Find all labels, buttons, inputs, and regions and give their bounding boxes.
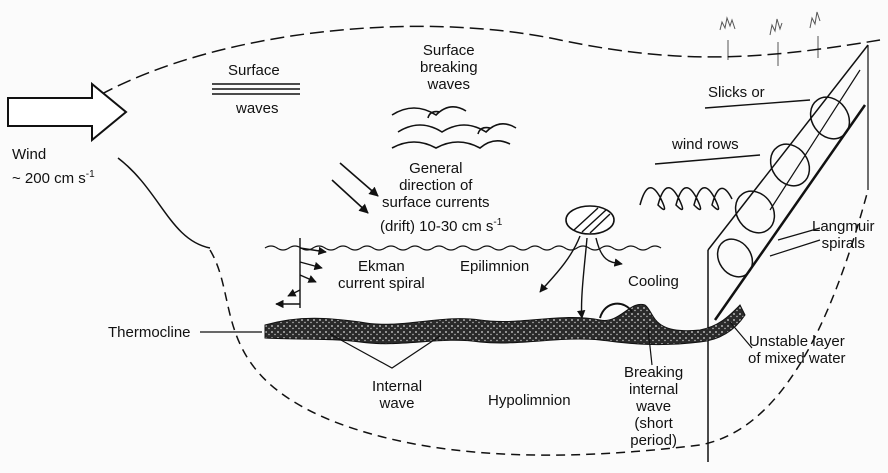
breaking-internal-wave-label: Breaking internal wave (short period): [624, 364, 683, 449]
current-arrow: [340, 163, 378, 196]
surface-waves-bottom-label: waves: [236, 100, 279, 117]
epilimnion-label: Epilimnion: [460, 258, 529, 275]
cooling-blob-icon: [566, 206, 614, 234]
slicks-top-label: Slicks or: [708, 84, 765, 101]
surface-currents-speed-label: (drift) 10-30 cm s-1: [380, 214, 502, 235]
hypolimnion-label: Hypolimnion: [488, 392, 571, 409]
water-surface-line: [265, 246, 661, 250]
wind-arrow: [8, 84, 126, 140]
wind-speed-text: ~ 200 cm s: [12, 170, 86, 187]
ekman-spiral-icon: [276, 238, 326, 308]
wind-label: Wind: [12, 146, 46, 163]
langmuir-spirals-icon: [710, 90, 857, 284]
surface-currents-exponent: -1: [493, 217, 502, 228]
surface-breaking-waves-label: Surface breaking waves: [420, 42, 478, 93]
cooling-label: Cooling: [628, 273, 679, 290]
ekman-spiral-label: Ekman current spiral: [338, 258, 425, 292]
slicks-bottom-label: wind rows: [672, 136, 739, 153]
langmuir-spirals-label: Langmuir spirals: [812, 218, 875, 252]
trees-icon: [720, 12, 820, 66]
wind-speed-exponent: -1: [86, 169, 95, 180]
internal-wave-label: Internal wave: [372, 378, 422, 412]
wind-speed-label: ~ 200 cm s-1: [12, 166, 95, 187]
coil-icon: [640, 188, 732, 210]
surface-waves-top-label: Surface: [228, 62, 280, 79]
left-bank: [118, 158, 210, 248]
thermocline-band: [265, 304, 745, 344]
surface-currents-label: General direction of surface currents: [382, 160, 490, 211]
breaking-waves-icon: [392, 107, 466, 118]
surface-currents-speed-text: (drift) 10-30 cm s: [380, 218, 493, 235]
unstable-layer-label: Unstable layer of mixed water: [748, 333, 846, 367]
thermocline-label: Thermocline: [108, 324, 191, 341]
